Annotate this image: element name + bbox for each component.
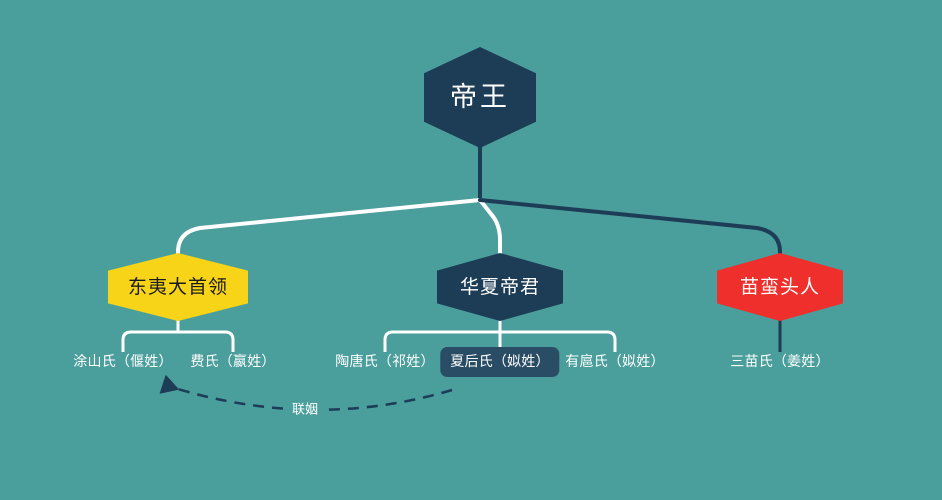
node-branch-huaxia-label: 华夏帝君	[459, 275, 540, 298]
edge-relation-marriage	[159, 374, 453, 412]
leaf-tushan-label: 涂山氏（偃姓）	[73, 354, 173, 370]
leaf-xiahou[interactable]: 夏后氏（姒姓）	[440, 347, 560, 377]
node-root-label: 帝王	[450, 82, 510, 113]
edge-root-to-branch-3	[478, 198, 782, 258]
leaf-xiahou-label: 夏后氏（姒姓）	[450, 354, 550, 370]
leaf-taotang[interactable]: 陶唐氏（祁姓）	[335, 352, 434, 372]
edge-root-to-branch-1	[176, 198, 482, 258]
relation-label-marriage: 联姻	[287, 398, 323, 418]
leaf-taotang-label: 陶唐氏（祁姓）	[335, 354, 435, 370]
leaf-youhu[interactable]: 有扈氏（姒姓）	[565, 352, 664, 372]
edge-branch-1-leaves	[121, 320, 235, 352]
edge-root-to-branch-2	[478, 198, 502, 258]
leaf-fei-label: 费氏（嬴姓）	[190, 354, 276, 370]
leaf-fei[interactable]: 费氏（嬴姓）	[190, 352, 275, 372]
node-branch-dongyi-label: 东夷大首领	[127, 275, 228, 298]
leaf-sanmiao[interactable]: 三苗氏（姜姓）	[730, 352, 829, 372]
node-branch-miaoman-label: 苗蛮头人	[739, 275, 820, 298]
leaf-sanmiao-label: 三苗氏（姜姓）	[730, 354, 830, 370]
leaf-tushan[interactable]: 涂山氏（偃姓）	[73, 352, 172, 372]
leaf-youhu-label: 有扈氏（姒姓）	[565, 354, 665, 370]
